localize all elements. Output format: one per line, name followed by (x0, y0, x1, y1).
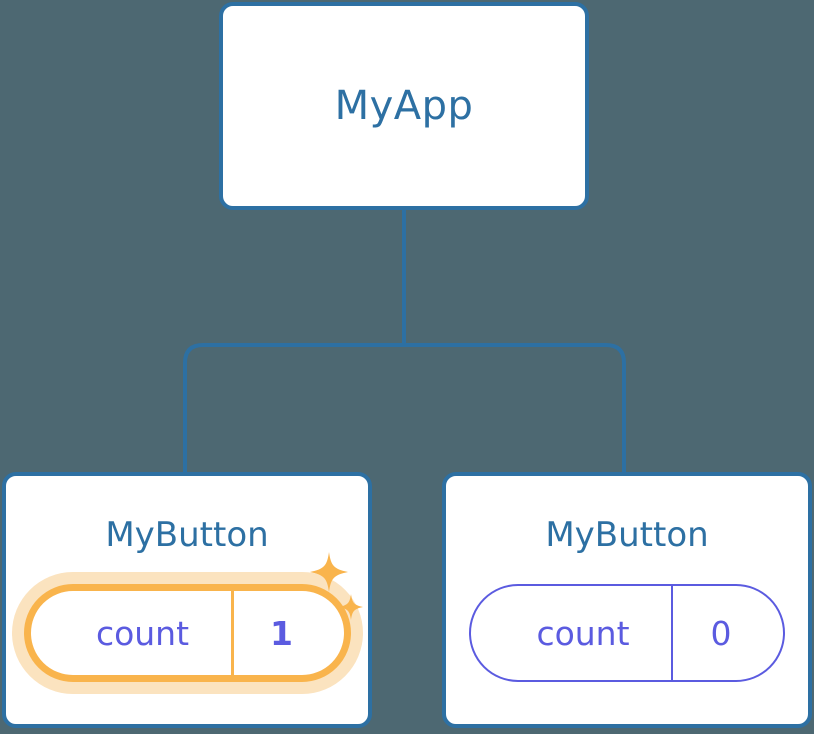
state-pill-left[interactable]: count 1 (23, 584, 351, 682)
state-divider-left (230, 591, 234, 675)
connector-branch (183, 343, 626, 472)
state-pill-right-wrapper: count 0 (446, 584, 808, 682)
node-myapp[interactable]: MyApp (219, 2, 589, 210)
state-pill-left-wrapper: count 1 (6, 552, 368, 694)
state-pill-left-glow: count 1 (11, 552, 363, 694)
node-myapp-title: MyApp (334, 83, 474, 129)
state-pill-right[interactable]: count 0 (469, 584, 785, 682)
node-mybutton-left-title: MyButton (105, 515, 269, 555)
node-mybutton-right-title: MyButton (545, 515, 709, 555)
state-key-right: count (536, 613, 630, 653)
state-value-left: 1 (270, 613, 293, 653)
state-key-left: count (95, 613, 190, 653)
node-mybutton-right[interactable]: MyButton count 0 (442, 472, 812, 728)
node-mybutton-left[interactable]: MyButton count 1 (2, 472, 372, 728)
state-value-right: 0 (710, 613, 732, 653)
state-divider-right (671, 586, 673, 680)
